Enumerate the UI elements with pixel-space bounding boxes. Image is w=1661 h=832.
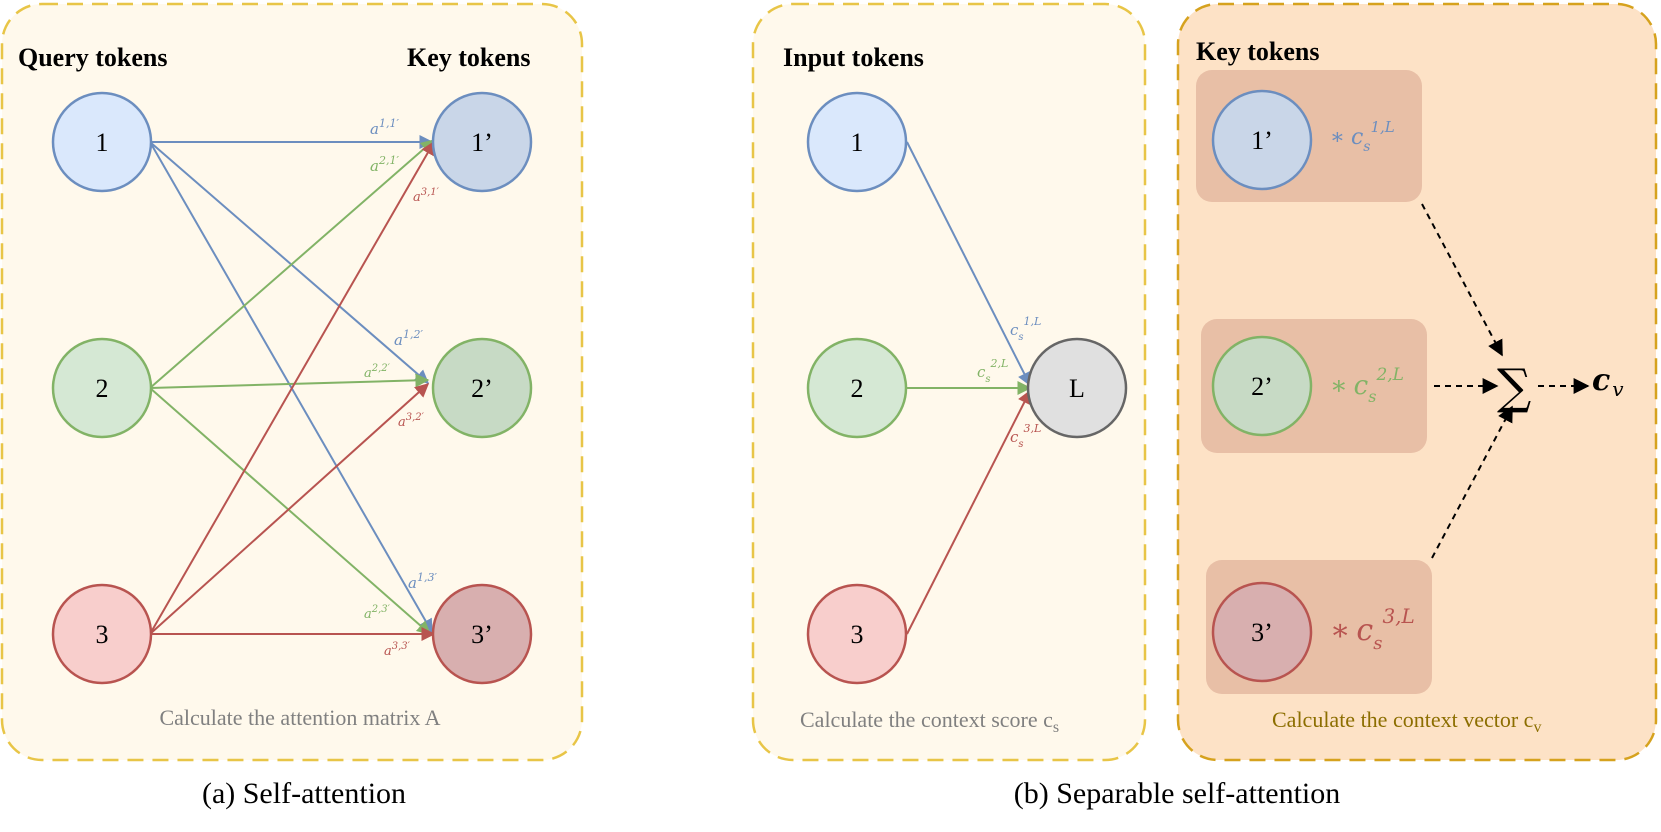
- edge-2-1: [149, 139, 436, 389]
- weight-label-a23: a2,3′: [364, 604, 391, 622]
- attention-edges: [149, 135, 436, 641]
- key-tokens-heading: Key tokens: [407, 43, 531, 72]
- weighted-score-labels: ∗cs1,L ∗cs2,L ∗cs3,L: [1330, 118, 1415, 654]
- query-node-2: 2: [51, 337, 153, 439]
- context-key-node-2: 2’: [1211, 335, 1313, 437]
- weight-label-a33: a3,3′: [384, 641, 411, 659]
- context-key-tokens-heading: Key tokens: [1196, 37, 1320, 66]
- caption-separable-self-attention: (b) Separable self-attention: [1014, 777, 1341, 810]
- edge-3-1: [149, 140, 435, 635]
- caption-self-attention: (a) Self-attention: [202, 777, 406, 810]
- key-node-2: 2’: [431, 337, 533, 439]
- svg-text:2: 2: [96, 374, 109, 403]
- attention-weight-labels: a1,1′ a2,1′ a3,1′ a1,2′ a2,2′ a3,2′ a1,3…: [364, 117, 440, 659]
- weight-label-a11: a1,1′: [370, 117, 399, 138]
- weight-label-a21: a2,1′: [370, 154, 399, 175]
- edge-1-2: [149, 141, 430, 384]
- input-node-2: 2: [806, 337, 908, 439]
- context-vector-footer: Calculate the context vector cv: [1272, 707, 1541, 736]
- context-score-footer: Calculate the context score cs: [800, 707, 1059, 736]
- score-label-2: cs2,L: [977, 357, 1008, 385]
- svg-text:3: 3: [851, 620, 864, 649]
- edge-input-3-latent: [906, 389, 1031, 635]
- weight-label-a31: a3,1′: [413, 187, 440, 205]
- input-tokens-heading: Input tokens: [783, 43, 924, 72]
- weighted-score-1: ∗cs1,L: [1330, 118, 1395, 155]
- edge-input-1-latent: [906, 141, 1031, 387]
- input-node-3: 3: [806, 583, 908, 685]
- edge-2-2: [149, 373, 430, 389]
- context-score-panel: [751, 2, 1147, 762]
- query-tokens-heading: Query tokens: [18, 43, 168, 72]
- svg-text:1: 1: [851, 128, 864, 157]
- svg-text:1: 1: [96, 128, 109, 157]
- weight-label-a32: a3,2′: [398, 412, 425, 430]
- query-node-1: 1: [51, 91, 153, 193]
- context-score-labels: cs1,L cs2,L cs3,L: [977, 315, 1041, 450]
- svg-text:3: 3: [96, 620, 109, 649]
- weight-label-a22: a2,2′: [364, 363, 391, 381]
- self-attention-panel: [0, 2, 584, 762]
- edge-3-2: [149, 383, 430, 635]
- svg-text:L: L: [1069, 374, 1085, 403]
- sum-symbol: ∑: [1497, 359, 1531, 415]
- svg-text:2’: 2’: [1251, 372, 1273, 401]
- attention-matrix-footer: Calculate the attention matrix A: [159, 705, 440, 730]
- svg-text:2’: 2’: [471, 374, 493, 403]
- score-label-1: cs1,L: [1010, 315, 1041, 343]
- sum-arrows: [1421, 203, 1590, 559]
- edge-2-3: [149, 387, 432, 635]
- context-score-edges: [906, 141, 1032, 635]
- weighted-score-2: ∗cs2,L: [1330, 365, 1404, 406]
- weighted-score-3: ∗cs3,L: [1330, 604, 1415, 654]
- context-key-node-3: 3’: [1211, 581, 1313, 683]
- key-node-1: 1’: [431, 91, 533, 193]
- query-node-3: 3: [51, 583, 153, 685]
- svg-text:2: 2: [851, 374, 864, 403]
- weight-label-a13: a1,3′: [408, 571, 437, 592]
- svg-text:3’: 3’: [1251, 618, 1273, 647]
- key-node-3: 3’: [431, 583, 533, 685]
- edge-1-3: [149, 141, 433, 634]
- context-key-node-1: 1’: [1211, 89, 1313, 191]
- svg-text:3’: 3’: [471, 620, 493, 649]
- input-node-1: 1: [806, 91, 908, 193]
- latent-node: L: [1026, 337, 1128, 439]
- svg-text:1’: 1’: [1251, 126, 1273, 155]
- score-label-3: cs3,L: [1010, 422, 1041, 450]
- weight-label-a12: a1,2′: [394, 328, 423, 349]
- svg-text:1’: 1’: [471, 128, 493, 157]
